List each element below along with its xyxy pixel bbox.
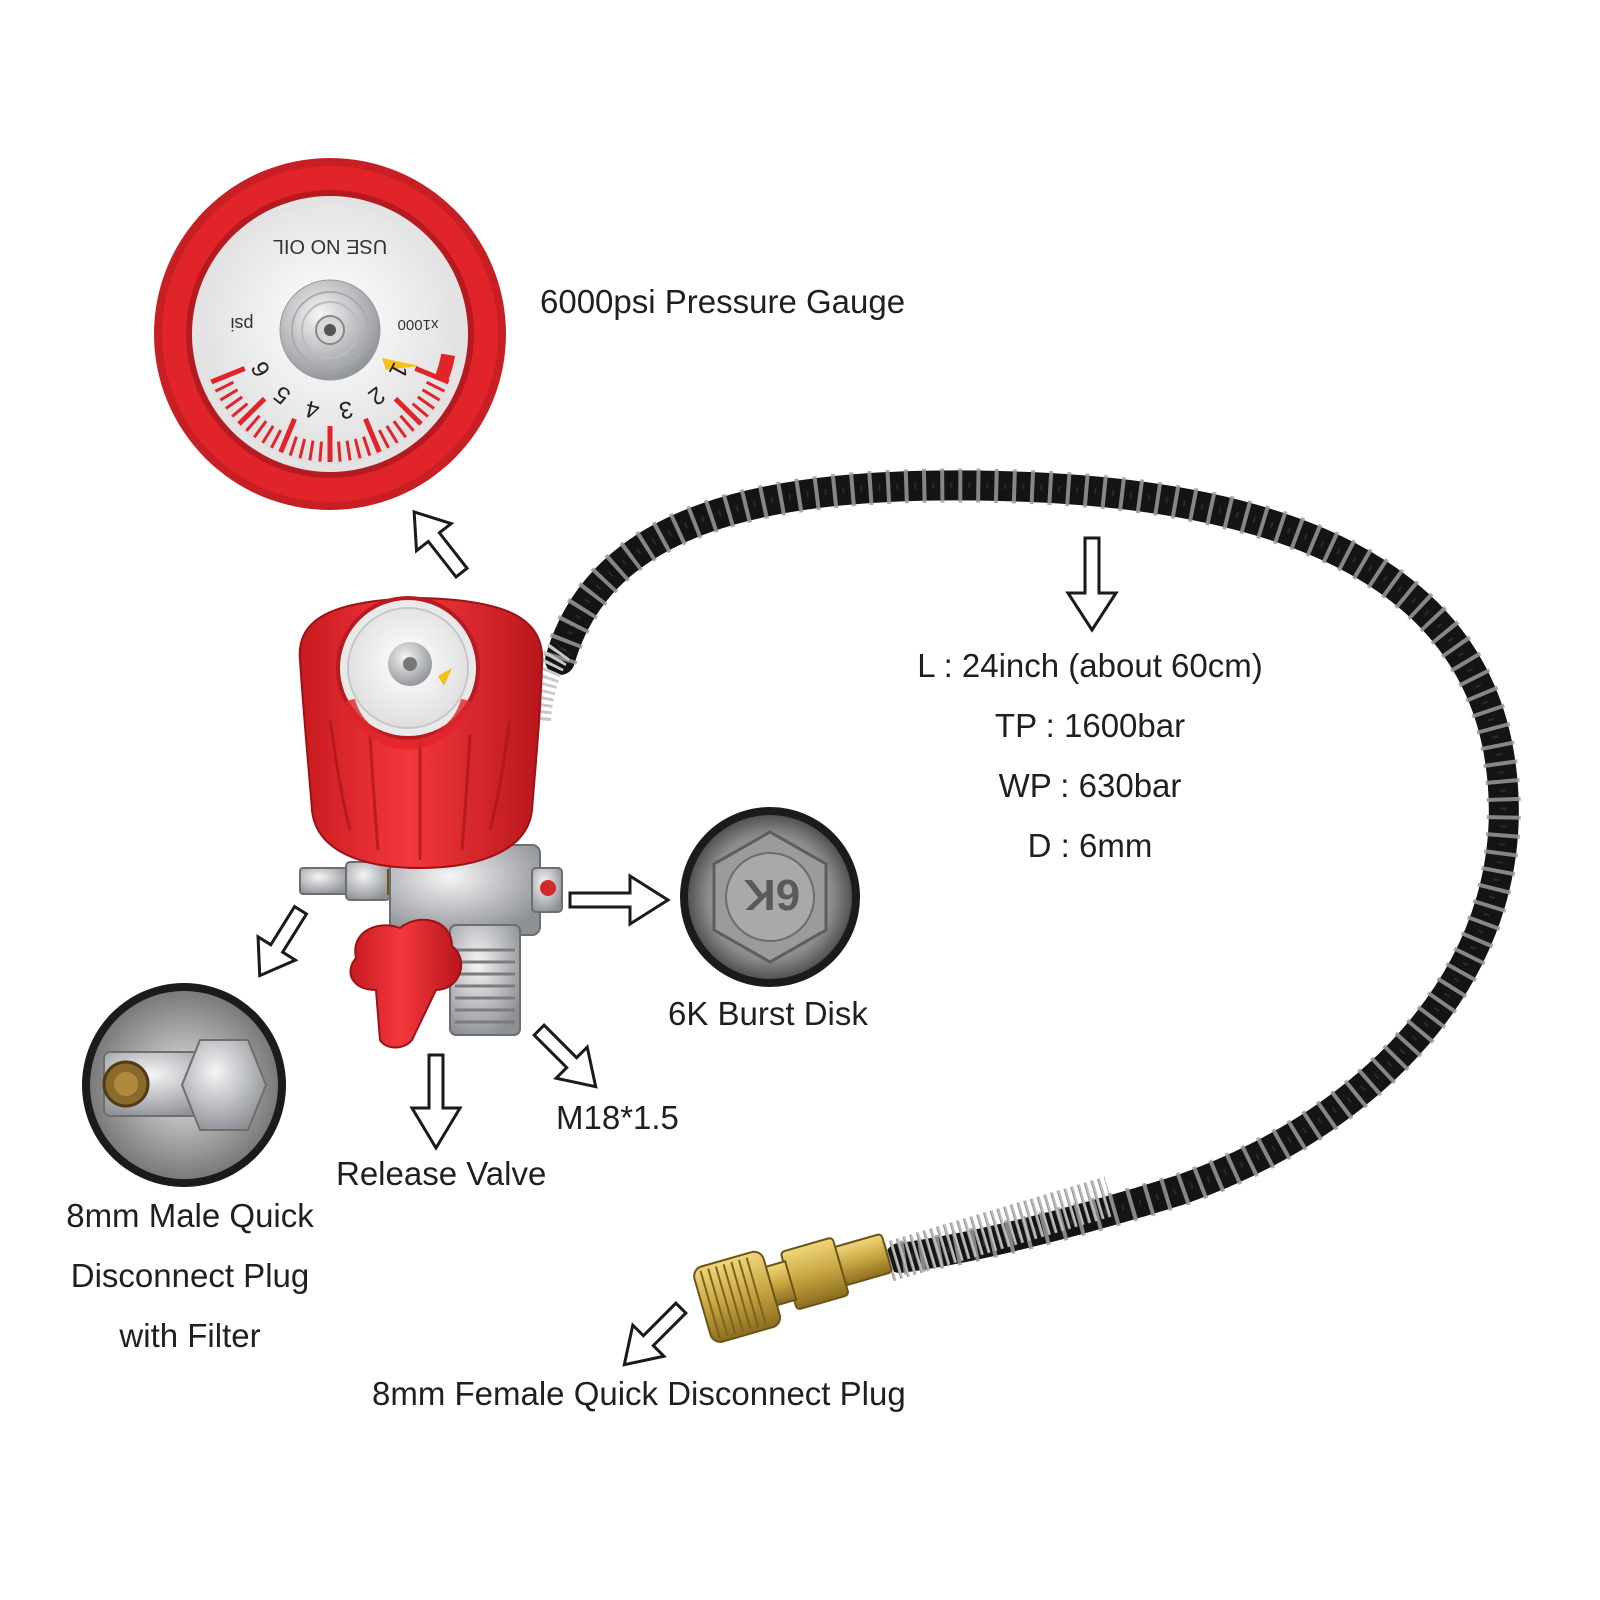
- hose: [525, 468, 1521, 1282]
- female-quick-disconnect: [693, 1233, 893, 1343]
- fill-valve: [298, 596, 563, 1049]
- thread-label: M18*1.5: [556, 1099, 679, 1136]
- arrow-to-thread: [532, 1023, 598, 1089]
- gauge-tick: [318, 441, 323, 462]
- gauge-tick: [270, 429, 282, 449]
- hose-wp-label: WP : 630bar: [998, 767, 1182, 804]
- arrow-to-gauge: [412, 509, 470, 579]
- male-plug-label-line2: Disconnect Plug: [70, 1257, 310, 1294]
- gauge-tick: [337, 441, 342, 462]
- release-valve-knob: [349, 918, 463, 1049]
- gauge-tick: [237, 396, 267, 426]
- burst-disk-mark: 6K: [744, 870, 800, 919]
- hose-tp-label: TP : 1600bar: [994, 707, 1186, 744]
- gauge-tick: [421, 388, 441, 402]
- gauge-tick: [411, 402, 429, 418]
- gauge-tick: [245, 414, 261, 432]
- gauge-tick: [425, 380, 446, 393]
- release-valve-label: Release Valve: [336, 1155, 547, 1192]
- gauge-red-band: [434, 353, 456, 382]
- gauge-tick: [399, 414, 415, 432]
- gauge-tick: [416, 395, 435, 410]
- gauge-tick: [225, 395, 244, 410]
- gauge-tick: [261, 425, 275, 444]
- arrows: [256, 509, 1119, 1367]
- gauge-scale: [210, 353, 456, 462]
- arrow-to-burst-disk: [568, 873, 671, 927]
- gauge-tick: [378, 429, 390, 449]
- gauge-tick: [353, 438, 362, 459]
- gauge-tick: [385, 425, 399, 444]
- gauge-tick: [298, 438, 307, 459]
- male-plug-label-line3: with Filter: [119, 1317, 261, 1354]
- arrow-hose-down: [1065, 536, 1119, 633]
- gauge-tick: [393, 396, 423, 426]
- arrow-to-male-plug: [256, 904, 309, 978]
- gauge-tick: [278, 417, 297, 454]
- female-plug-label: 8mm Female Quick Disconnect Plug: [372, 1375, 906, 1412]
- gauge-top-text: USE NO OIL: [273, 235, 387, 257]
- gauge-tick: [253, 420, 268, 439]
- gauge-unit-text: psi: [230, 314, 253, 334]
- gauge-number: 3: [337, 395, 356, 424]
- arrow-to-release-valve: [409, 1053, 463, 1151]
- gauge-label: 6000psi Pressure Gauge: [540, 283, 906, 320]
- gauge-multiplier-text: x1000: [398, 316, 439, 333]
- burst-disk-closeup: 6K: [680, 807, 860, 987]
- male-plug-closeup: [82, 983, 286, 1187]
- hose-length-label: L : 24inch (about 60cm): [917, 647, 1263, 684]
- gauge-tick: [219, 388, 239, 402]
- gauge-tick: [345, 440, 352, 461]
- gauge-tick: [308, 440, 315, 461]
- gauge-tick: [231, 402, 249, 418]
- gauge-tick: [362, 436, 372, 457]
- gauge-tick: [288, 436, 298, 457]
- gauge-tick: [363, 417, 382, 454]
- gauge-tick: [210, 366, 246, 385]
- gauge-tick: [392, 420, 407, 439]
- hose-d-label: D : 6mm: [1027, 827, 1153, 864]
- arrow-to-female-plug: [622, 1301, 688, 1367]
- thread-stem: [455, 948, 515, 1024]
- gauge-tick: [214, 380, 235, 393]
- gauge-number: 4: [303, 394, 322, 423]
- burst-disk-label: 6K Burst Disk: [668, 995, 868, 1032]
- male-plug-label-line1: 8mm Male Quick: [66, 1197, 314, 1234]
